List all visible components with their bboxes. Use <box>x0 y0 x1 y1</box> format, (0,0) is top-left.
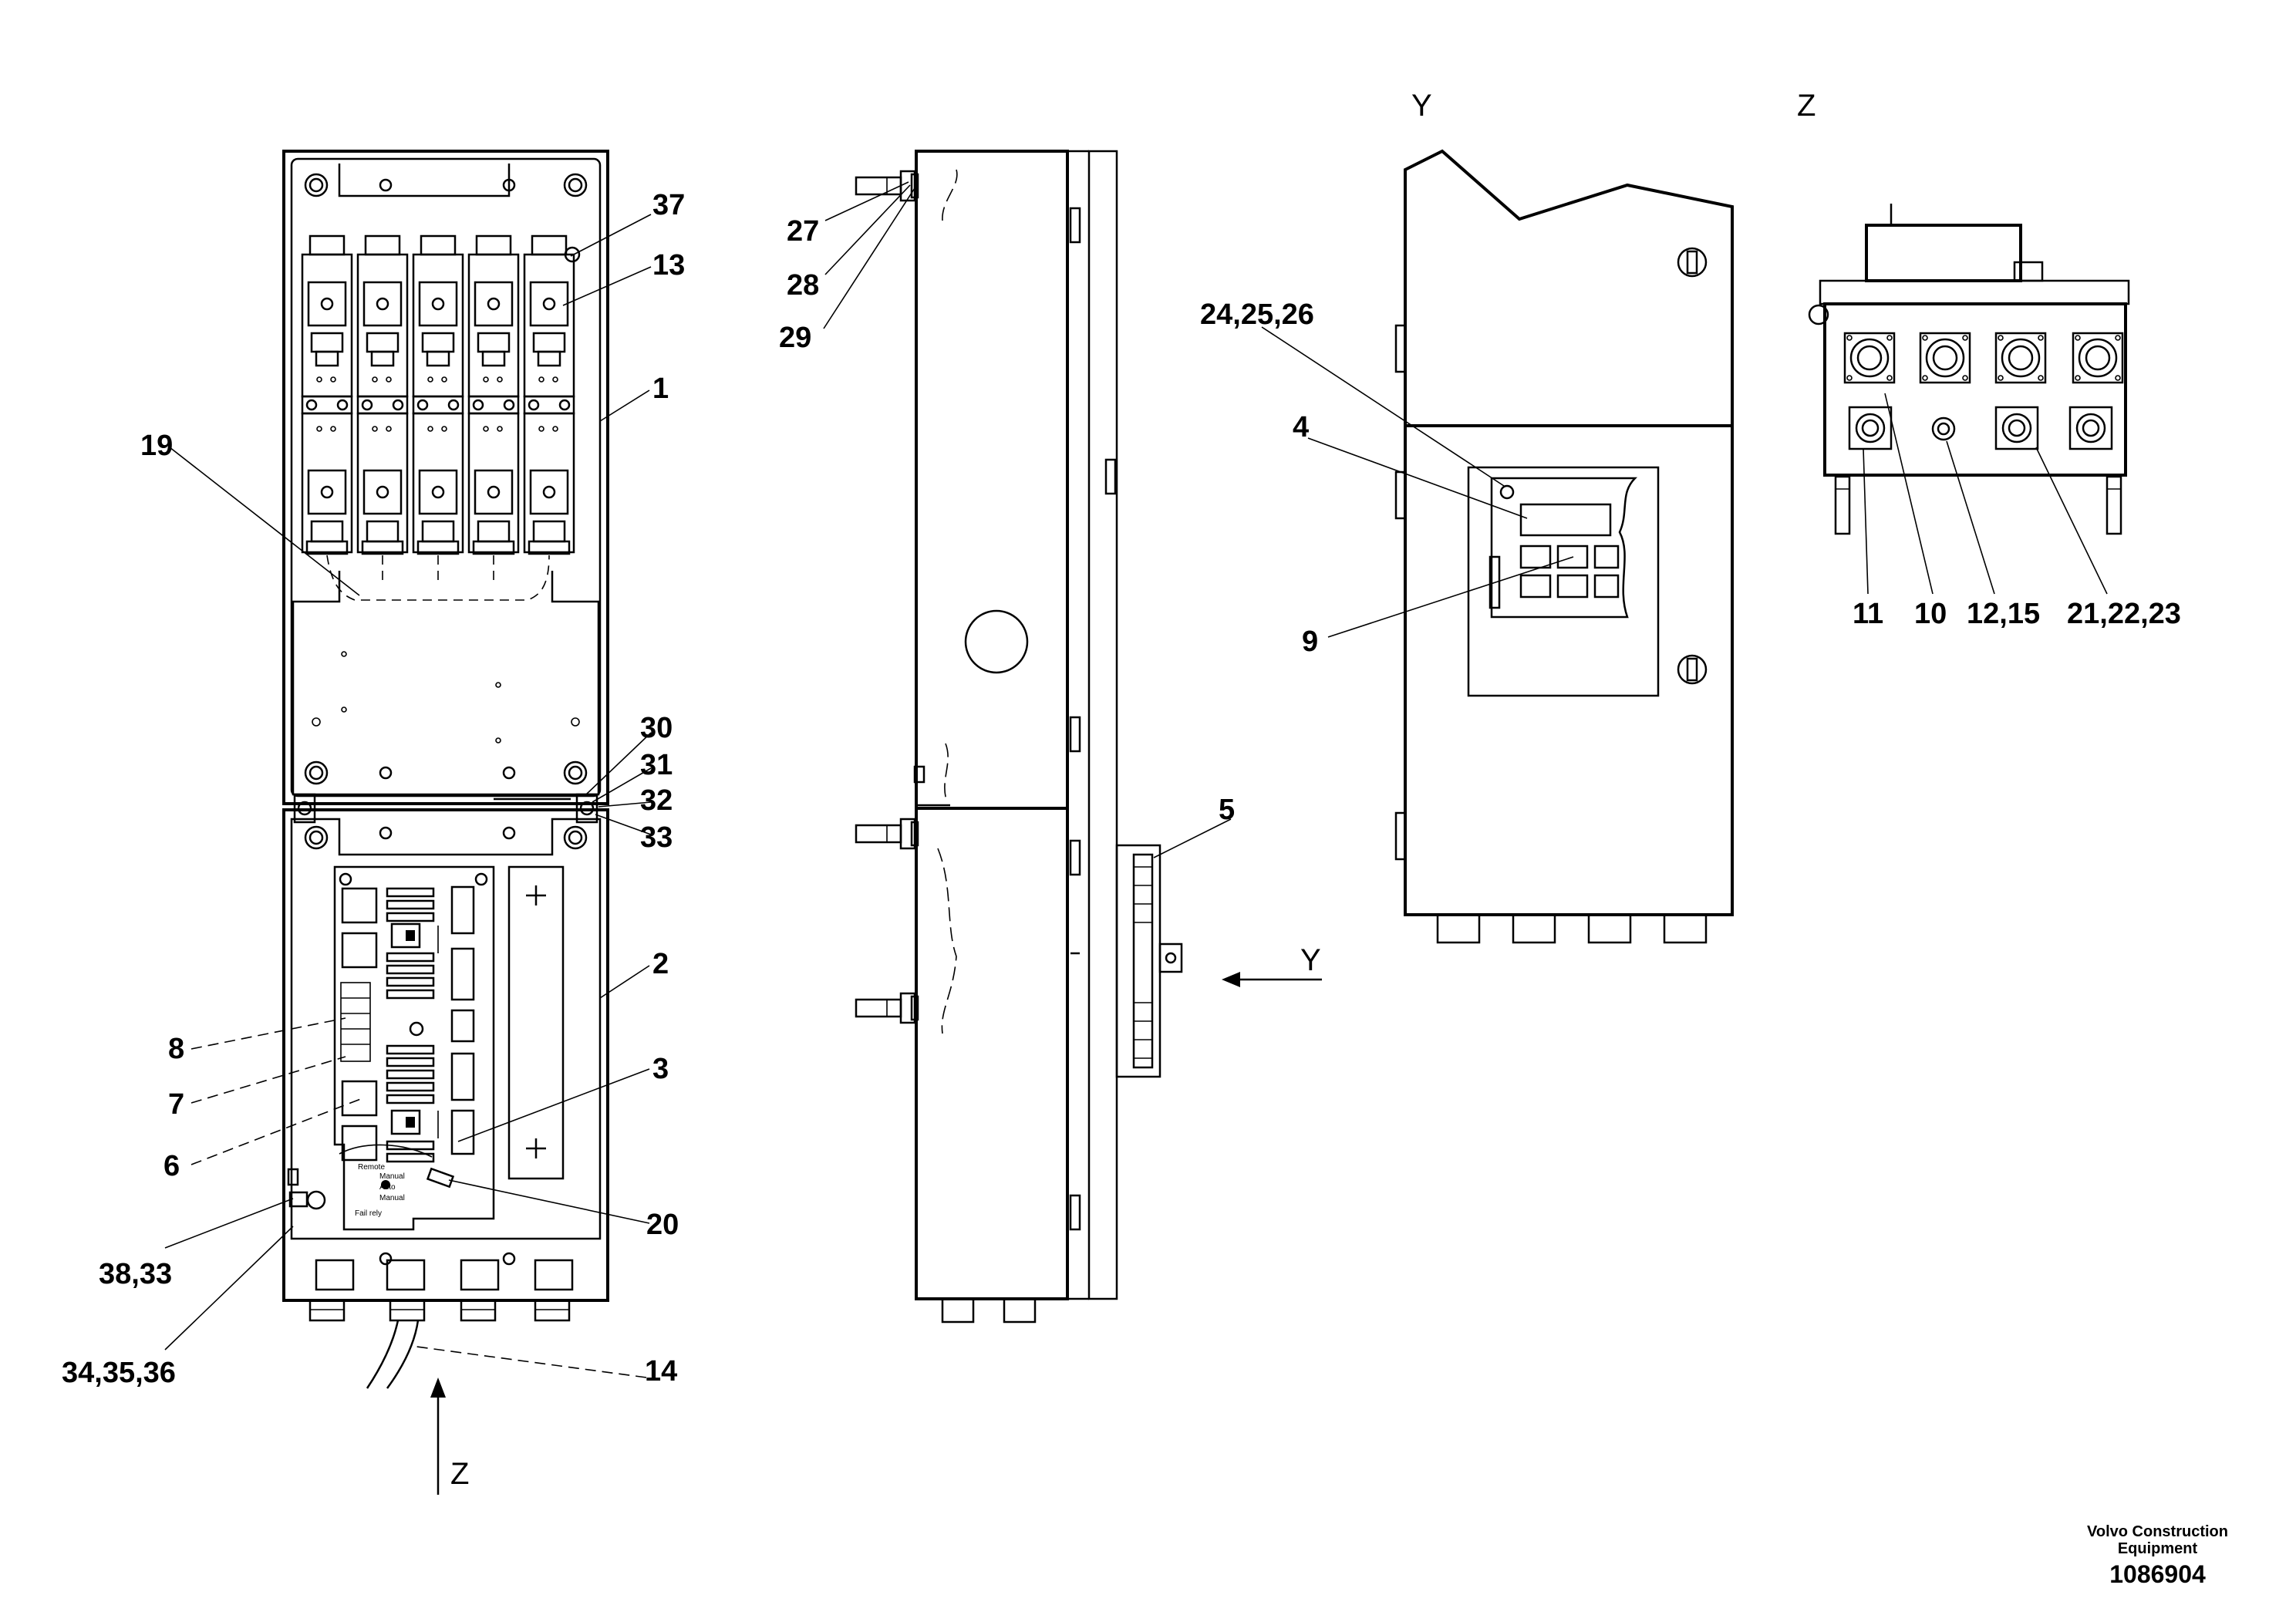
view-z: Z <box>1797 89 2130 595</box>
callout-21-22-23: 21,22,23 <box>2067 598 2181 630</box>
callout-34-35-36: 34,35,36 <box>62 1357 176 1389</box>
switch-label: Manual <box>379 1194 405 1202</box>
brand-line-2: Equipment <box>2117 1540 2198 1557</box>
callout-38-33: 38,33 <box>99 1258 172 1290</box>
control-board <box>333 865 495 1231</box>
valve-bank <box>301 234 581 555</box>
view-y-title: Y <box>1411 89 1432 123</box>
front-view: Remote Manual Auto Manual Fail rely Z <box>282 150 609 1495</box>
callout-6: 6 <box>164 1150 180 1182</box>
callout-10: 10 <box>1914 598 1947 630</box>
callout-33: 33 <box>640 821 673 854</box>
callout-27: 27 <box>787 215 819 248</box>
callout-4: 4 <box>1293 411 1309 443</box>
callout-19: 19 <box>140 430 173 462</box>
callout-12-15: 12,15 <box>1967 598 2040 630</box>
drawing-number: 1086904 <box>2109 1560 2206 1588</box>
view-y: Y <box>1261 89 1734 944</box>
front-leaders <box>164 214 652 1378</box>
side-leaders <box>823 181 1232 858</box>
switch-label: Remote <box>358 1163 385 1172</box>
title-block: Volvo Construction Equipment 1086904 <box>2087 1523 2228 1591</box>
callout-1: 1 <box>652 373 669 405</box>
callout-9: 9 <box>1302 626 1318 658</box>
callout-32: 32 <box>640 784 673 817</box>
callout-24-25-26: 24,25,26 <box>1200 298 1314 331</box>
switch-label: Fail rely <box>355 1209 382 1218</box>
callout-13: 13 <box>652 249 685 282</box>
callouts: 37 13 1 19 30 31 32 33 2 8 3 7 6 20 38,3… <box>62 189 2181 1389</box>
callout-7: 7 <box>168 1088 184 1121</box>
view-arrow-y-label: Y <box>1300 943 1321 977</box>
callout-37: 37 <box>652 189 685 221</box>
view-z-title: Z <box>1797 89 1816 123</box>
callout-8: 8 <box>168 1033 184 1065</box>
callout-29: 29 <box>779 322 811 354</box>
brand-line-1: Volvo Construction <box>2087 1523 2228 1540</box>
callout-11: 11 <box>1853 598 1883 630</box>
callout-5: 5 <box>1219 794 1235 826</box>
callout-30: 30 <box>640 712 673 744</box>
switch-label: Manual <box>379 1172 405 1181</box>
callout-2: 2 <box>652 948 669 980</box>
switch-label: Auto <box>379 1183 396 1192</box>
view-arrow-z-label: Z <box>450 1457 469 1491</box>
callout-3: 3 <box>652 1053 669 1085</box>
callout-14: 14 <box>645 1355 677 1388</box>
callout-20: 20 <box>646 1209 679 1241</box>
callout-31: 31 <box>640 749 673 781</box>
callout-28: 28 <box>787 269 819 302</box>
